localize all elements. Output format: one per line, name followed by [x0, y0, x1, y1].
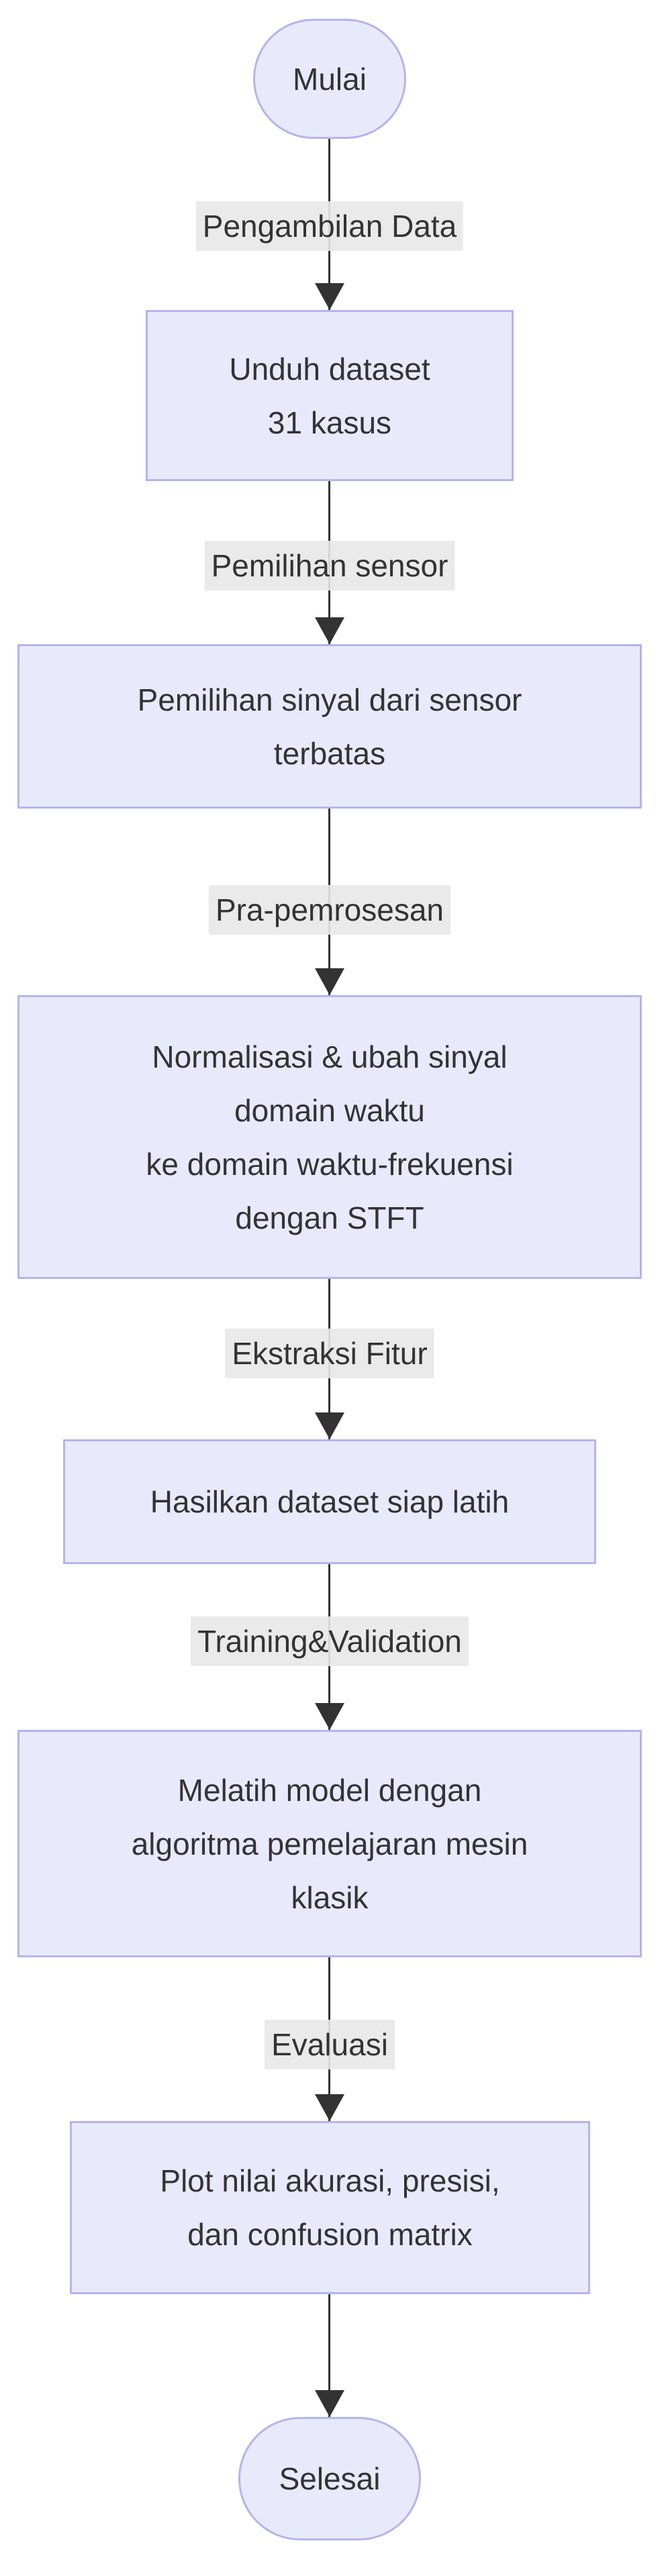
arrow-down-icon: [315, 968, 344, 995]
edge-label-pemilihan-sensor: Pemilihan sensor: [204, 541, 455, 590]
flow-line-7: [328, 2294, 330, 2417]
edge-label-ekstraksi-fitur: Ekstraksi Fitur: [225, 1329, 434, 1378]
process-node-plot-evaluasi: Plot nilai akurasi, presisi, dan confusi…: [70, 2121, 590, 2294]
end-node-selesai: Selesai: [238, 2417, 421, 2540]
start-node-mulai: Mulai: [253, 19, 406, 139]
process-node-pemilihan-sinyal: Pemilihan sinyal dari sensor terbatas: [17, 644, 642, 809]
arrow-down-icon: [315, 1412, 344, 1439]
edge-label-pra-pemrosesan: Pra-pemrosesan: [208, 885, 451, 935]
arrow-down-icon: [315, 283, 344, 310]
edge-label-evaluasi: Evaluasi: [265, 2020, 395, 2069]
process-node-normalisasi-stft: Normalisasi & ubah sinyal domain waktu k…: [17, 995, 642, 1279]
arrow-down-icon: [315, 2094, 344, 2121]
process-node-hasilkan-dataset: Hasilkan dataset siap latih: [63, 1439, 596, 1564]
edge-label-training-validation: Training&Validation: [191, 1616, 469, 1666]
process-node-melatih-model: Melatih model dengan algoritma pemelajar…: [17, 1730, 642, 1957]
arrow-down-icon: [315, 1703, 344, 1730]
process-node-unduh-dataset: Unduh dataset 31 kasus: [146, 310, 514, 481]
arrow-down-icon: [315, 617, 344, 644]
edge-label-pengambilan-data: Pengambilan Data: [195, 201, 464, 251]
arrow-down-icon: [315, 2390, 344, 2417]
